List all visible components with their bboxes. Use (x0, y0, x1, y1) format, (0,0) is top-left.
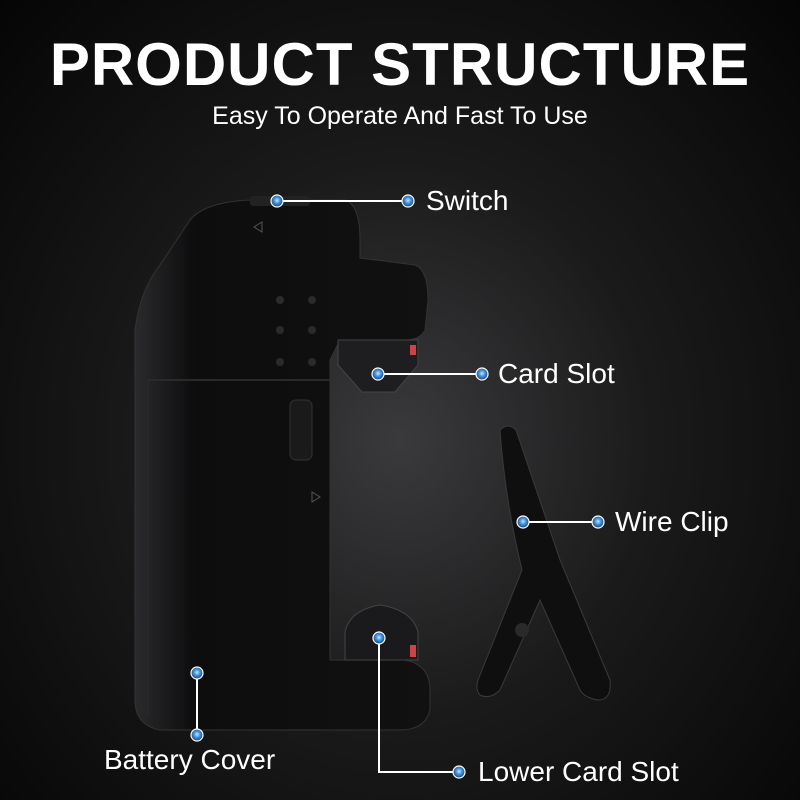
wire-clip-marker-dot (516, 515, 530, 529)
lower-card-slot-leader-line (378, 638, 459, 773)
wire-clip (476, 425, 611, 701)
lower-card-slot-marker-dot (372, 631, 386, 645)
lower-card-slot-label-dot (452, 765, 466, 779)
device-body (134, 196, 431, 731)
switch-label: Switch (426, 185, 509, 216)
switch-label-dot (401, 194, 415, 208)
battery-cover-end-dot (190, 728, 204, 742)
card-slot-label: Card Slot (498, 358, 615, 389)
battery-cover-marker-dot (190, 666, 204, 680)
page-title: PRODUCT STRUCTURE (49, 31, 751, 98)
lower-card-slot-label: Lower Card Slot (478, 756, 679, 787)
page-subtitle: Easy To Operate And Fast To Use (212, 102, 588, 130)
card-slot-label-dot (475, 367, 489, 381)
card-slot-marker-dot (371, 367, 385, 381)
battery-cover-label: Battery Cover (104, 744, 276, 775)
switch-marker-dot (270, 194, 284, 208)
wire-clip-label-dot (591, 515, 605, 529)
wire-clip-label: Wire Clip (615, 506, 729, 537)
